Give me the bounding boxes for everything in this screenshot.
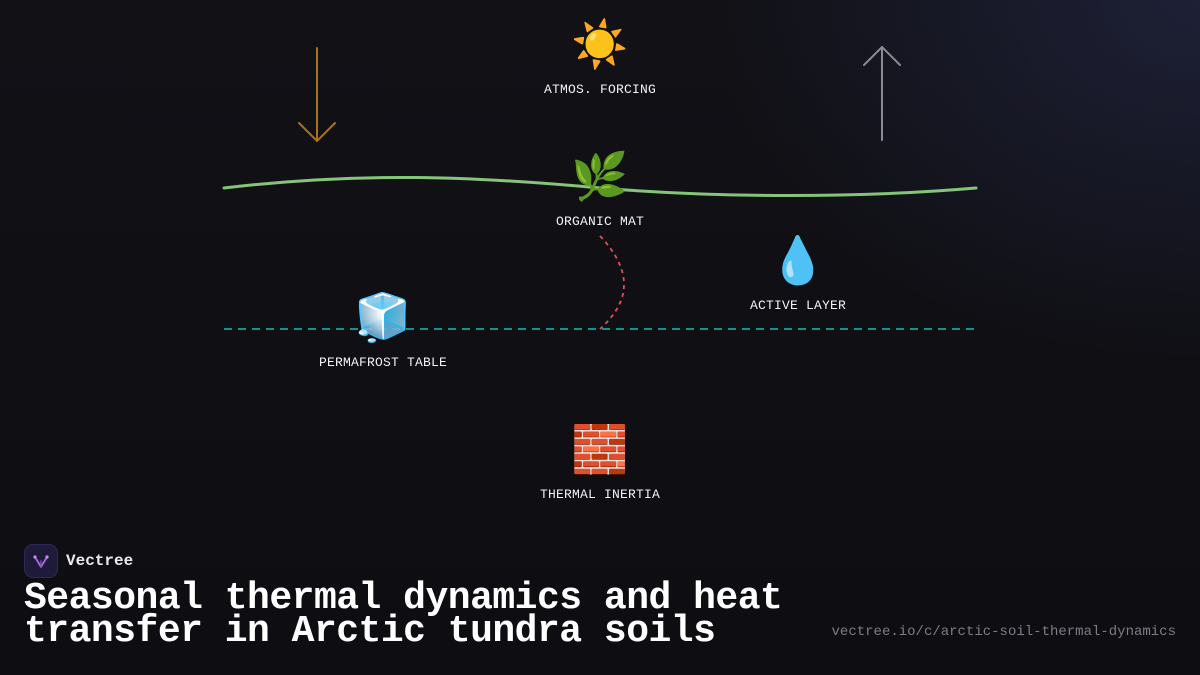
active-layer-label: ACTIVE LAYER xyxy=(749,298,847,313)
sun-icon: ☀️ xyxy=(571,22,629,74)
downward-heat-arrow xyxy=(298,47,336,143)
ground-surface-line xyxy=(222,175,978,197)
atmos-forcing-node: ☀️ ATMOS. FORCING xyxy=(544,20,656,97)
upward-heat-arrow xyxy=(863,45,901,141)
source-url: vectree.io/c/arctic-soil-thermal-dynamic… xyxy=(831,624,1176,640)
permafrost-table-node: 🧊 PERMAFROST TABLE xyxy=(319,293,447,370)
thermal-inertia-node: 🧱 THERMAL INERTIA xyxy=(540,425,660,502)
thermal-inertia-label: THERMAL INERTIA xyxy=(539,487,661,502)
droplet-icon: 💧 xyxy=(769,238,827,290)
organic-mat-label: ORGANIC MAT xyxy=(555,214,645,229)
organic-to-permafrost-connector xyxy=(599,235,625,330)
vectree-logo-icon xyxy=(24,544,58,578)
ice-cube-icon: 🧊 xyxy=(354,295,412,347)
brand: Vectree xyxy=(24,544,133,578)
permafrost-table-label: PERMAFROST TABLE xyxy=(318,355,448,370)
atmos-forcing-label: ATMOS. FORCING xyxy=(543,82,657,97)
organic-mat-node: 🌿 ORGANIC MAT xyxy=(556,152,644,229)
brick-icon: 🧱 xyxy=(571,427,629,479)
active-layer-node: 💧 ACTIVE LAYER xyxy=(750,236,846,313)
herb-icon: 🌿 xyxy=(571,154,629,206)
brand-name: Vectree xyxy=(66,552,134,570)
page-title: Seasonal thermal dynamics and heat trans… xyxy=(24,577,783,653)
